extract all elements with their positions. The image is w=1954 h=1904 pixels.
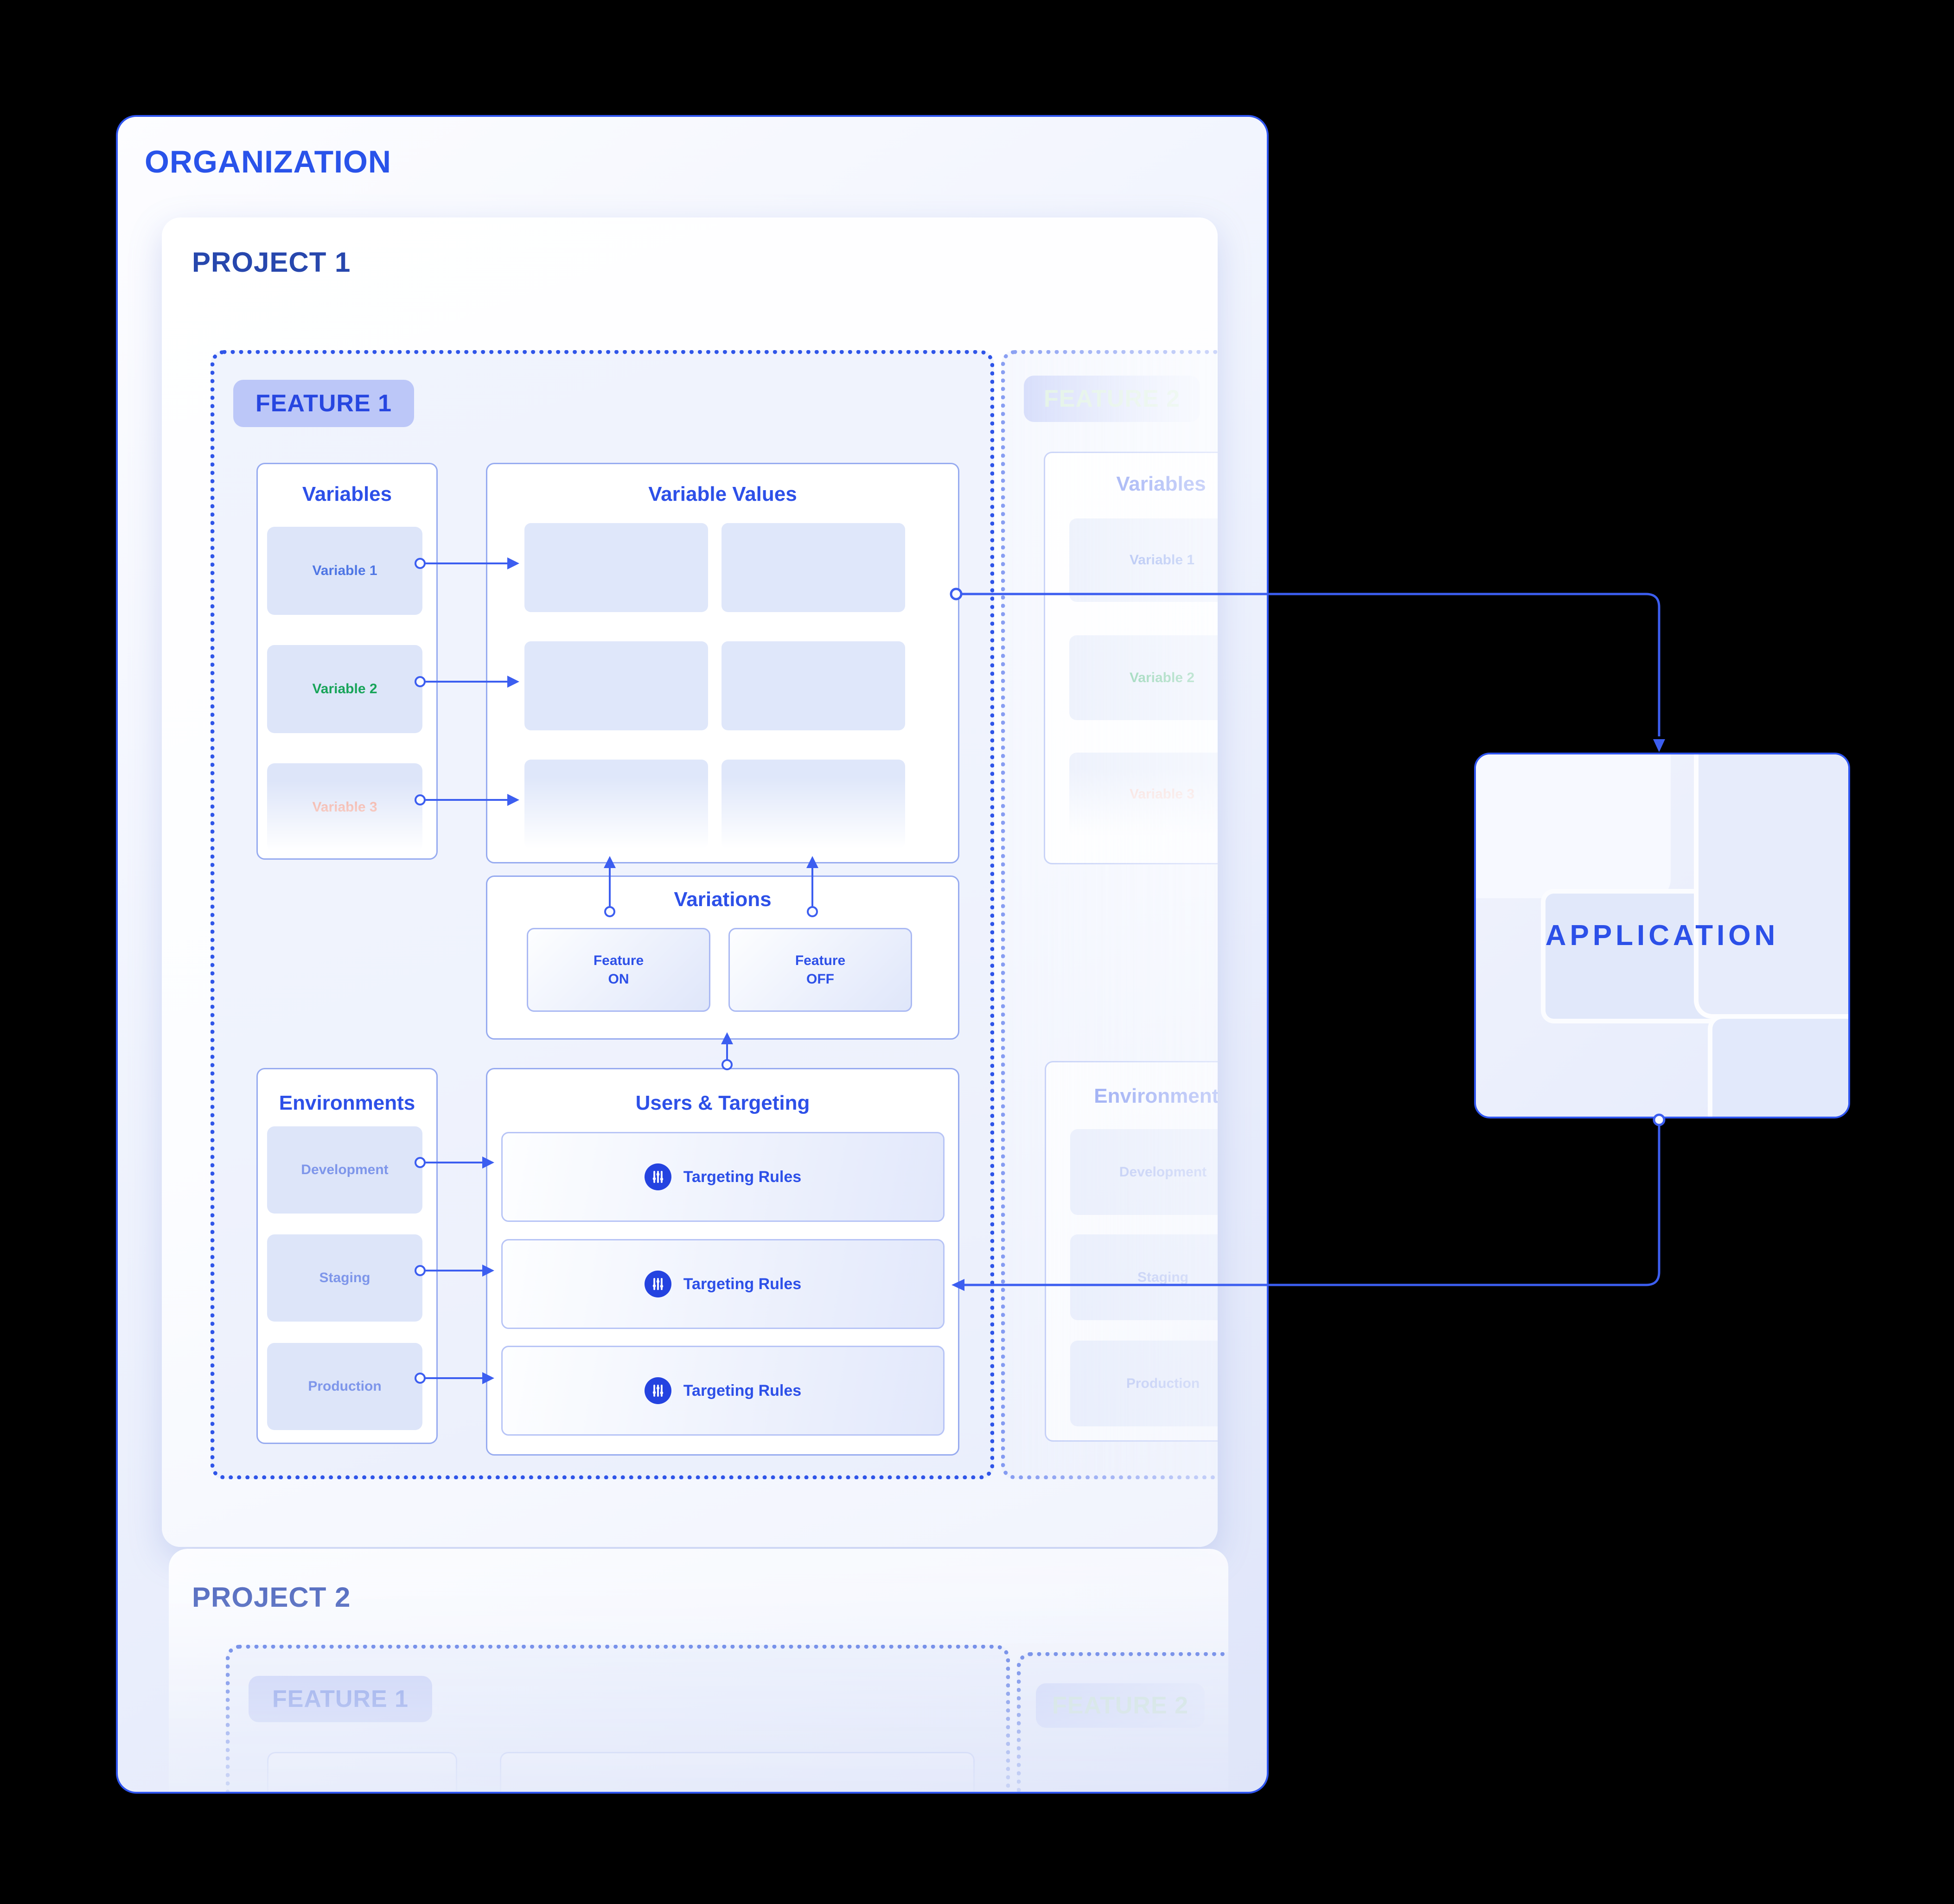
- feature2-variables-box: Variables Variable 1 Variable 2 Variable…: [1044, 452, 1218, 864]
- feature2-environments-title: Environments: [1094, 1085, 1218, 1107]
- feature2-staging-chip: Staging: [1070, 1234, 1218, 1320]
- value-cell: [524, 523, 708, 612]
- environments-title: Environments: [279, 1092, 415, 1114]
- application-pattern: [1694, 754, 1848, 1019]
- variations-box: Variations Feature ON Feature OFF: [486, 875, 959, 1040]
- application-title: APPLICATION: [1545, 920, 1779, 952]
- application-pattern: [1708, 1014, 1848, 1117]
- feature1-frame: FEATURE 1 Variables Variable 1 Variable …: [211, 350, 994, 1479]
- feature2-development-chip: Development: [1070, 1129, 1218, 1215]
- variable-3-chip: Variable 3: [267, 763, 422, 851]
- value-cell: [524, 760, 708, 849]
- feature2-variables-title: Variables: [1116, 473, 1206, 495]
- staging-chip: Staging: [267, 1234, 422, 1322]
- feature-off-line1: Feature: [795, 952, 846, 968]
- variations-title: Variations: [674, 888, 772, 911]
- feature-off-box: Feature OFF: [728, 928, 912, 1012]
- application-box: APPLICATION: [1474, 753, 1850, 1118]
- project2-feature1-frame: FEATURE 1: [226, 1645, 1010, 1792]
- sliders-icon: [644, 1163, 671, 1190]
- feature-on-box: Feature ON: [527, 928, 710, 1012]
- feature2-production-chip: Production: [1070, 1341, 1218, 1426]
- variables-title: Variables: [302, 483, 392, 505]
- variable-values-box: Variable Values: [486, 463, 959, 863]
- value-cell: [722, 641, 905, 730]
- feature2-variable-3-chip: Variable 3: [1069, 753, 1218, 836]
- feature2-environments-box: Environments Development Staging Product…: [1045, 1061, 1218, 1442]
- environments-box: Environments Development Staging Product…: [256, 1068, 438, 1444]
- value-cell: [722, 523, 905, 612]
- feature2-frame: FEATURE 2 Variables Variable 1 Variable …: [1001, 350, 1218, 1479]
- targeting-rules-label: Targeting Rules: [683, 1275, 802, 1293]
- feature2-variable-2-chip: Variable 2: [1069, 635, 1218, 720]
- project2-ghost-box: [500, 1752, 975, 1792]
- project2-title: PROJECT 2: [192, 1582, 351, 1613]
- targeting-rules-label: Targeting Rules: [683, 1381, 802, 1399]
- organization-panel: ORGANIZATION PROJECT 1 FEATURE 1 Variabl…: [116, 115, 1269, 1794]
- targeting-rules-row: Targeting Rules: [501, 1132, 945, 1222]
- feature-off-line2: OFF: [806, 971, 834, 987]
- feature2-badge: FEATURE 2: [1024, 376, 1200, 422]
- arrowhead: [1653, 739, 1665, 752]
- variable-values-title: Variable Values: [648, 483, 797, 505]
- users-targeting-title: Users & Targeting: [635, 1092, 810, 1114]
- feature2-variable-1-chip: Variable 1: [1069, 518, 1218, 602]
- targeting-rules-label: Targeting Rules: [683, 1168, 802, 1186]
- project1-title: PROJECT 1: [192, 247, 351, 278]
- project2-panel: PROJECT 2 FEATURE 1 FEATURE 2: [169, 1549, 1267, 1792]
- project2-ghost-box: [267, 1752, 457, 1792]
- variables-box: Variables Variable 1 Variable 2 Variable…: [256, 463, 438, 860]
- sliders-icon: [644, 1271, 671, 1297]
- feature1-badge: FEATURE 1: [233, 380, 414, 427]
- variable-2-chip: Variable 2: [267, 645, 422, 733]
- project2-feature2-badge: FEATURE 2: [1036, 1683, 1205, 1728]
- value-cell: [524, 641, 708, 730]
- targeting-rules-row: Targeting Rules: [501, 1239, 945, 1329]
- development-chip: Development: [267, 1126, 422, 1214]
- sliders-icon: [644, 1377, 671, 1404]
- users-targeting-box: Users & Targeting Targeting Rules: [486, 1068, 959, 1456]
- organization-title: ORGANIZATION: [145, 144, 392, 179]
- project1-panel: PROJECT 1 FEATURE 1 Variables Variable 1…: [162, 217, 1218, 1547]
- project2-feature1-badge: FEATURE 1: [249, 1676, 432, 1722]
- application-pattern: [1476, 754, 1671, 898]
- production-chip: Production: [267, 1343, 422, 1430]
- targeting-rules-row: Targeting Rules: [501, 1346, 945, 1436]
- feature-on-line1: Feature: [593, 952, 644, 968]
- value-cell: [722, 760, 905, 849]
- feature-on-line2: ON: [608, 971, 629, 987]
- variable-1-chip: Variable 1: [267, 527, 422, 615]
- project2-feature2-frame: FEATURE 2: [1017, 1652, 1267, 1792]
